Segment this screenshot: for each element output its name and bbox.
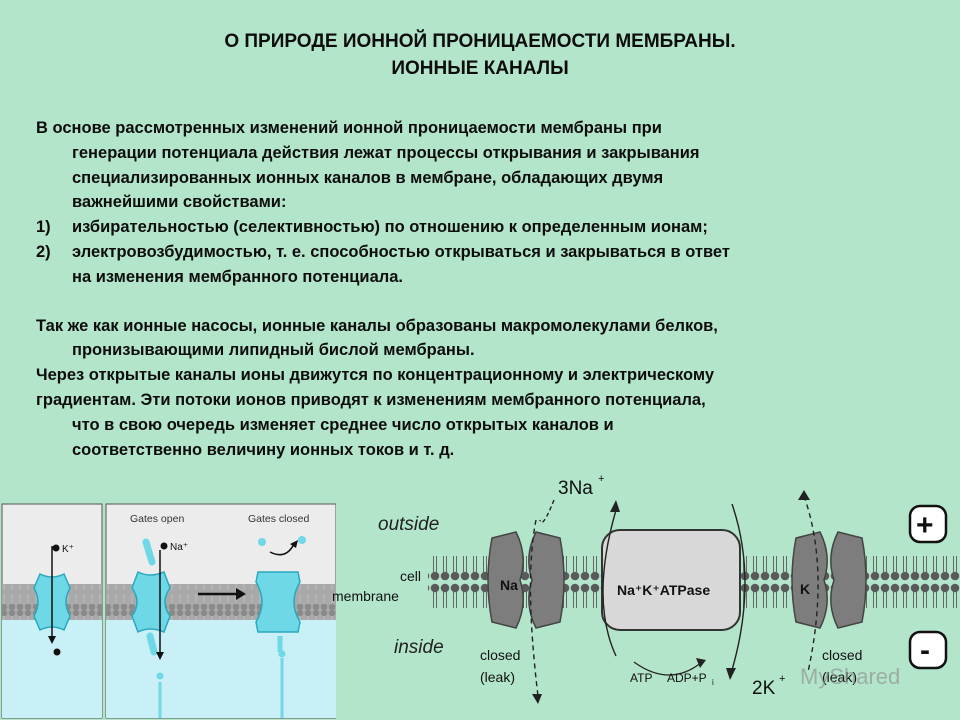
para1-line4: важнейшими свойствами: (72, 193, 287, 212)
k2-label: 2K (752, 678, 776, 699)
pump-na-arrow (602, 509, 617, 657)
svg-text:+: + (916, 509, 934, 542)
watermark: MyShared (800, 664, 900, 689)
list-item-1: 1) избирательностью (селективностью) по о… (36, 215, 936, 240)
membrane-transport-figure: outside inside cell membrane Na Na⁺K⁺ATP… (332, 473, 960, 704)
na-channel-closed (255, 571, 301, 633)
para3-line4: соответственно величину ионных токов и т… (72, 440, 455, 459)
na-channel-label: Na (500, 577, 518, 593)
k-channel-label: K (800, 581, 810, 597)
title-line-1: О ПРИРОДЕ ИОННОЙ ПРОНИЦАЕМОСТИ МЕМБРАНЫ. (224, 31, 736, 52)
pump-k-arrow (731, 503, 746, 671)
leak-label-k: (leak) (822, 669, 857, 685)
na-leak-arrow (529, 519, 539, 697)
para2-line1: Так же как ионные насосы, ионные каналы … (36, 316, 718, 335)
na-k-atpase-pump: Na⁺K⁺ATPase (601, 529, 741, 631)
page-title: О ПРИРОДЕ ИОННОЙ ПРОНИЦАЕМОСТИ МЕМБРАНЫ.… (0, 28, 960, 82)
para1-line1: В основе рассмотренных изменений ионной … (36, 119, 662, 137)
na-leak-channel: Na (487, 531, 565, 629)
para2-line2: пронизывающими липидный бислой мембраны. (72, 341, 475, 360)
para3-line1: Через открытые каналы ионы движутся по к… (36, 366, 715, 385)
k-ion-icon (53, 648, 61, 656)
outside-label: outside (378, 514, 439, 535)
para1-line2: генерации потенциала действия лежат проц… (72, 143, 700, 162)
adp-label: ADP+P (667, 671, 707, 685)
na-channel-open (131, 570, 171, 634)
atp-label: ATP (630, 671, 652, 685)
leak-label-na: (leak) (480, 669, 515, 685)
para3-line2: градиентам. Эти потоки ионов приводят к … (36, 390, 706, 409)
pump-label: Na⁺K⁺ATPase (617, 582, 710, 598)
svg-text:-: - (920, 634, 930, 667)
panel-sodium-channel: Gates open Gates closed Na⁺ (105, 503, 336, 719)
gates-open-label: Gates open (130, 513, 184, 525)
gates-closed-label: Gates closed (248, 513, 309, 525)
inside-negative-charge: - (908, 630, 948, 670)
body-text: В основе рассмотренных изменений ионной … (36, 116, 936, 462)
k-ion-label: K⁺ (62, 544, 74, 555)
panel-potassium-channel: K⁺ (1, 503, 103, 719)
cell-label: cell (400, 568, 421, 584)
k-leak-channel: K (791, 531, 867, 629)
list-number: 1) (36, 218, 51, 237)
list-item-2-cont: на изменения мембранного потенциала. (72, 267, 403, 286)
na3-label: 3Na (558, 478, 593, 499)
list-item-2: 2) электровозбудимостью, т. е. способност… (36, 240, 936, 265)
para1-line3: специализированных ионных каналов в мемб… (72, 168, 664, 187)
k-leak-arrow (803, 495, 819, 673)
na3-plus: + (598, 473, 604, 485)
outside-positive-charge: + (908, 504, 948, 544)
spacer (36, 290, 936, 314)
k-ion-icon (52, 544, 60, 552)
channel-gating-figure: K⁺ Gates open Gates closed Na⁺ (1, 503, 336, 719)
title-line-2: ИОННЫЕ КАНАЛЫ (391, 58, 569, 79)
closed-leak-na: closed (480, 647, 520, 663)
membrane-label: membrane (332, 588, 399, 604)
atp-arrow (633, 661, 703, 676)
inside-label: inside (394, 637, 444, 658)
list-text: электровозбудимостью, т. е. способностью… (72, 242, 730, 261)
list-number: 2) (36, 242, 51, 261)
list-text: избирательностью (селективностью) по отн… (72, 218, 708, 237)
k2-plus: + (779, 673, 785, 685)
para3-line3: что в свою очередь изменяет среднее числ… (72, 415, 614, 434)
adp-subscript: i (712, 678, 714, 687)
closed-leak-k: closed (822, 647, 862, 663)
na-ion-label: Na⁺ (170, 542, 188, 553)
